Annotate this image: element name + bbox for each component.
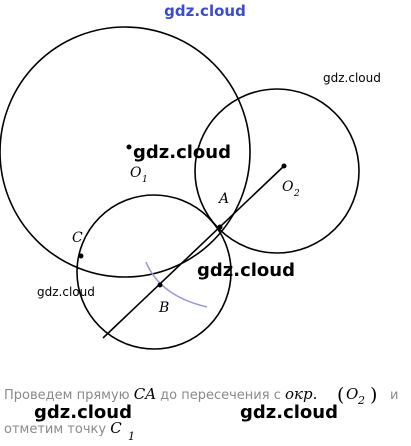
construction-arc bbox=[145, 261, 208, 308]
caption-o-sub: 2 bbox=[357, 394, 365, 407]
caption-c-sub: 1 bbox=[128, 430, 135, 443]
caption-open-paren: ( bbox=[337, 384, 344, 406]
watermark-left-small: gdz.cloud bbox=[37, 285, 95, 299]
caption-close-paren: ) bbox=[370, 384, 377, 406]
caption-text-3: и bbox=[390, 388, 398, 403]
caption-text-1: Проведем прямую bbox=[4, 388, 134, 403]
label-a: A bbox=[217, 191, 229, 207]
caption-o: O bbox=[346, 385, 358, 403]
caption-okr: окр. bbox=[285, 385, 317, 403]
label-b: B bbox=[158, 300, 169, 316]
label-c: C bbox=[72, 230, 83, 246]
label-o1: O bbox=[130, 165, 142, 181]
label-o1-sub: 1 bbox=[142, 175, 148, 185]
watermark-bottom-left: gdz.cloud bbox=[34, 402, 132, 423]
label-o2-sub: 2 bbox=[293, 189, 300, 199]
point-b bbox=[157, 282, 163, 288]
caption-line-2: отметим точку C bbox=[4, 419, 122, 437]
circle-o1 bbox=[0, 26, 251, 278]
point-c bbox=[78, 253, 84, 259]
watermark-center-o1: gdz.cloud bbox=[133, 142, 231, 163]
caption-line2-text: отметим точку bbox=[4, 422, 110, 437]
caption-c: C bbox=[110, 419, 122, 437]
circle-o2 bbox=[194, 88, 360, 254]
line-ca bbox=[102, 165, 285, 339]
caption-math-ca: CA bbox=[134, 385, 156, 403]
caption-line-1: Проведем прямую CA до пересечения с окр. bbox=[4, 385, 317, 403]
point-o1 bbox=[126, 144, 132, 150]
watermark-top: gdz.cloud bbox=[164, 2, 246, 20]
watermark-center-b: gdz.cloud bbox=[197, 260, 295, 281]
point-o2 bbox=[281, 163, 287, 169]
point-a bbox=[217, 224, 223, 230]
watermark-right-small: gdz.cloud bbox=[323, 71, 381, 85]
label-o2: O bbox=[282, 179, 294, 195]
watermark-bottom-right: gdz.cloud bbox=[240, 402, 338, 423]
caption-text-2: до пересечения с bbox=[156, 388, 285, 403]
circle-b bbox=[76, 194, 232, 350]
